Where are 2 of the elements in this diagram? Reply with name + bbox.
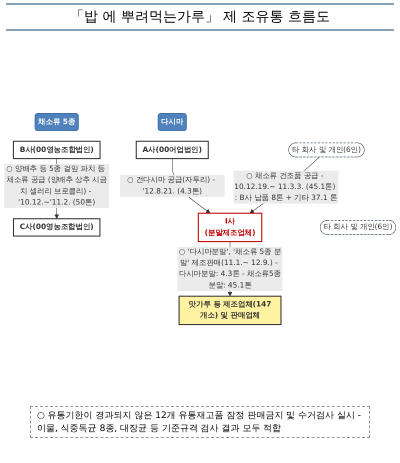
title: 「밥 에 뿌려먹는가루」 제 조유통 흐름도: [6, 3, 394, 31]
note: ○ 유통기한이 경과되지 않은 12개 유통재고품 잠정 판매금지 및 수거검사 실시 - 이물, 식중독균 8종, 대장균 등 기준규격 검사 결과 모두 적합: [30, 406, 370, 438]
